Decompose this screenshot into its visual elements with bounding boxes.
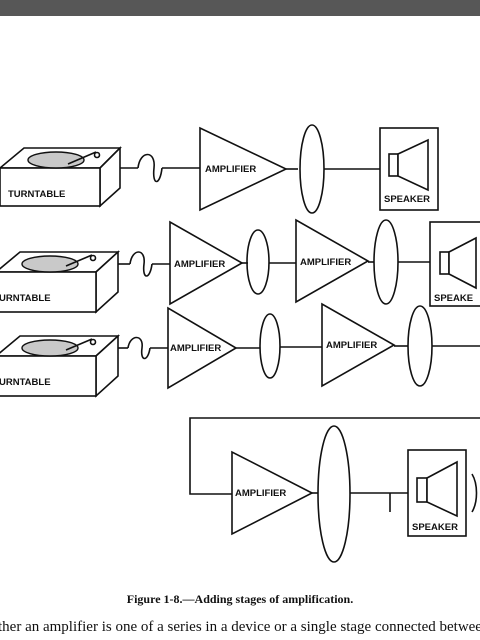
row-4: AMPLIFIER SPEAKER xyxy=(189,417,480,563)
waveform xyxy=(259,313,281,379)
waveform xyxy=(246,229,270,295)
turntable-1: TURNTABLE xyxy=(0,146,122,208)
amplifier-3a: AMPLIFIER xyxy=(167,306,238,390)
turntable-label: URNTABLE xyxy=(0,293,51,304)
amplifier-label: AMPLIFIER xyxy=(326,340,377,351)
waveform xyxy=(373,219,399,305)
amplifier-label: AMPLIFIER xyxy=(174,259,225,270)
row-3: URNTABLE AMPLIFIER AMPLIFIER xyxy=(0,302,480,398)
feedback-line xyxy=(189,417,480,495)
amplifier-3b: AMPLIFIER xyxy=(321,302,396,388)
speaker-label: SPEAKER xyxy=(412,522,458,533)
waveform xyxy=(299,124,325,214)
figure-caption: Figure 1-8.—Adding stages of amplificati… xyxy=(126,592,354,606)
row-2: URNTABLE AMPLIFIER AMPLIFIER SPEAKE xyxy=(0,218,480,314)
turntable-label: URNTABLE xyxy=(0,377,51,388)
amplifier-label: AMPLIFIER xyxy=(235,488,286,499)
turntable-2: URNTABLE xyxy=(0,250,121,314)
speaker-3: SPEAKER xyxy=(407,449,467,537)
waveform xyxy=(317,425,351,563)
turntable-label: TURNTABLE xyxy=(8,189,65,200)
amplifier-1: AMPLIFIER xyxy=(199,126,288,212)
row-1: TURNTABLE AMPLIFIER SPEAKER xyxy=(0,124,439,214)
amplifier-label: AMPLIFIER xyxy=(300,257,351,268)
body-text-line: ther an amplifier is one of a series in … xyxy=(0,619,480,635)
sound-wave xyxy=(471,473,478,513)
waveform xyxy=(407,305,433,387)
amplifier-2b: AMPLIFIER xyxy=(295,218,370,304)
speaker-2: SPEAKE xyxy=(429,221,480,307)
amplifier-2a: AMPLIFIER xyxy=(169,220,244,306)
speaker-1: SPEAKER xyxy=(379,127,439,211)
speaker-label: SPEAKE xyxy=(434,293,473,304)
amplifier-label: AMPLIFIER xyxy=(170,343,221,354)
speaker-label: SPEAKER xyxy=(384,194,430,205)
top-border-bar xyxy=(0,0,480,16)
amplifier-label: AMPLIFIER xyxy=(205,164,256,175)
turntable-3: URNTABLE xyxy=(0,334,121,398)
amplifier-4: AMPLIFIER xyxy=(231,450,314,536)
